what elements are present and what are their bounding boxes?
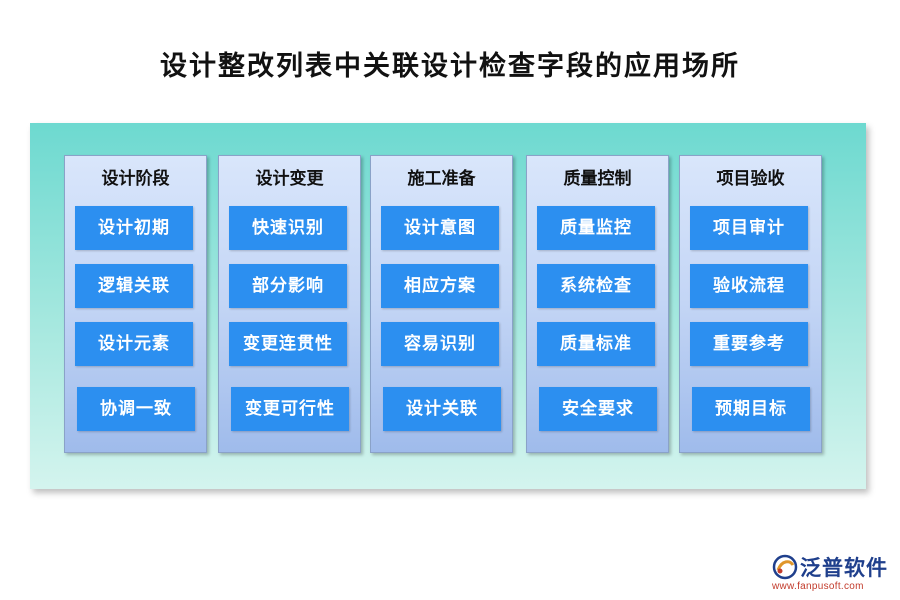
item-box: 逻辑关联 — [75, 264, 193, 308]
item-box: 部分影响 — [229, 264, 347, 308]
item-box: 验收流程 — [690, 264, 808, 308]
item-box: 预期目标 — [692, 387, 810, 431]
item-box: 质量监控 — [537, 206, 655, 250]
item-box: 相应方案 — [381, 264, 499, 308]
column-design-stage: 设计阶段 设计初期 逻辑关联 设计元素 协调一致 — [64, 155, 207, 453]
item-box: 设计初期 — [75, 206, 193, 250]
item-box: 安全要求 — [539, 387, 657, 431]
column-header: 施工准备 — [407, 169, 476, 189]
logo-icon — [772, 554, 798, 580]
item-box: 项目审计 — [690, 206, 808, 250]
column-quality-control: 质量控制 质量监控 系统检查 质量标准 安全要求 — [526, 155, 669, 453]
item-box: 协调一致 — [77, 387, 195, 431]
item-box: 设计关联 — [383, 387, 501, 431]
item-box: 设计元素 — [75, 322, 193, 366]
item-box: 质量标准 — [537, 322, 655, 366]
logo-text: 泛普软件 — [800, 556, 888, 580]
item-box: 快速识别 — [229, 206, 347, 250]
column-project-acceptance: 项目验收 项目审计 验收流程 重要参考 预期目标 — [679, 155, 822, 453]
item-box: 系统检查 — [537, 264, 655, 308]
column-header: 设计变更 — [255, 169, 324, 189]
column-design-change: 设计变更 快速识别 部分影响 变更连贯性 变更可行性 — [218, 155, 361, 453]
column-header: 项目验收 — [716, 169, 785, 189]
item-box: 变更连贯性 — [229, 322, 347, 366]
logo-url: www.fanpusoft.com — [772, 581, 864, 592]
column-header: 设计阶段 — [101, 169, 170, 189]
column-header: 质量控制 — [563, 169, 632, 189]
item-box: 设计意图 — [381, 206, 499, 250]
brand-logo: 泛普软件 www.fanpusoft.com — [772, 552, 897, 596]
item-box: 重要参考 — [690, 322, 808, 366]
item-box: 变更可行性 — [231, 387, 349, 431]
item-box: 容易识别 — [381, 322, 499, 366]
column-construction-prep: 施工准备 设计意图 相应方案 容易识别 设计关联 — [370, 155, 513, 453]
diagram-title: 设计整改列表中关联设计检查字段的应用场所 — [160, 51, 740, 82]
